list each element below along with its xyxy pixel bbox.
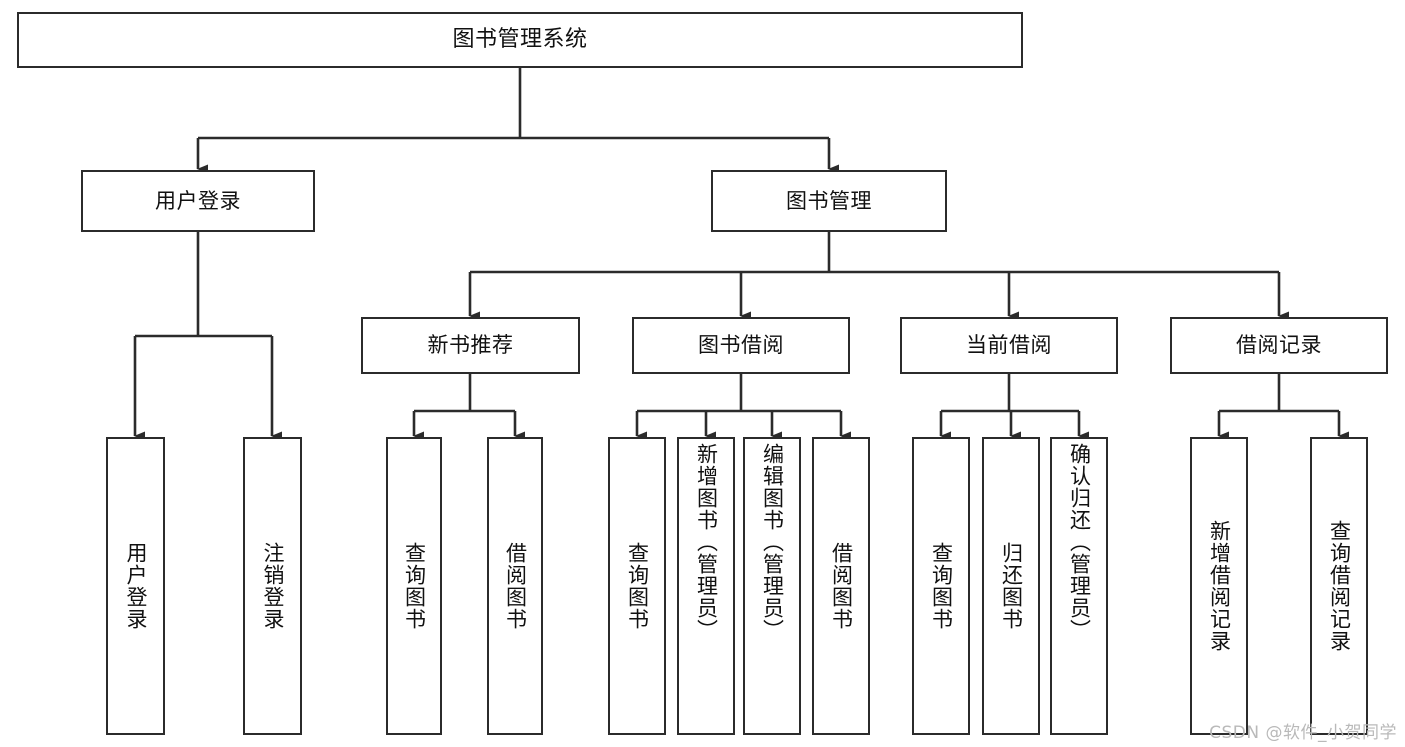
watermark: CSDN @软件_小贺同学: [1209, 723, 1397, 743]
node-leaf-confirm-return-label: 确认归还（管理员）: [1067, 443, 1092, 641]
node-leaf-borrow-book-1-label: 借阅图书: [503, 542, 528, 630]
node-leaf-query-record-label: 查询借阅记录: [1327, 520, 1352, 652]
node-user-login-label: 用户登录: [155, 188, 241, 213]
node-leaf-query-book-3-label: 查询图书: [929, 542, 954, 630]
node-book-manage-label: 图书管理: [786, 188, 872, 213]
node-root-label: 图书管理系统: [452, 27, 588, 53]
node-leaf-edit-book[interactable]: 编辑图书（管理员）: [743, 437, 801, 735]
node-borrow-record-label: 借阅记录: [1236, 333, 1322, 358]
node-leaf-add-record[interactable]: 新增借阅记录: [1190, 437, 1248, 735]
node-leaf-borrow-book-1[interactable]: 借阅图书: [487, 437, 543, 735]
node-leaf-query-book-1-label: 查询图书: [402, 542, 427, 630]
node-new-book-recommend[interactable]: 新书推荐: [361, 317, 580, 374]
node-leaf-borrow-book-2-label: 借阅图书: [829, 542, 854, 630]
node-current-borrow-label: 当前借阅: [966, 333, 1052, 358]
node-user-login[interactable]: 用户登录: [81, 170, 315, 232]
node-book-borrow[interactable]: 图书借阅: [632, 317, 850, 374]
node-leaf-user-login[interactable]: 用户登录: [106, 437, 165, 735]
node-current-borrow[interactable]: 当前借阅: [900, 317, 1118, 374]
node-leaf-return-book-label: 归还图书: [999, 542, 1024, 630]
node-book-manage[interactable]: 图书管理: [711, 170, 947, 232]
node-borrow-record[interactable]: 借阅记录: [1170, 317, 1388, 374]
node-leaf-query-book-1[interactable]: 查询图书: [386, 437, 442, 735]
node-leaf-return-book[interactable]: 归还图书: [982, 437, 1040, 735]
node-leaf-query-book-2[interactable]: 查询图书: [608, 437, 666, 735]
node-leaf-user-login-label: 用户登录: [123, 542, 148, 630]
node-leaf-logout[interactable]: 注销登录: [243, 437, 302, 735]
node-leaf-confirm-return[interactable]: 确认归还（管理员）: [1050, 437, 1108, 735]
node-root[interactable]: 图书管理系统: [17, 12, 1023, 68]
node-leaf-add-book[interactable]: 新增图书（管理员）: [677, 437, 735, 735]
node-leaf-add-record-label: 新增借阅记录: [1207, 520, 1232, 652]
node-leaf-add-book-label: 新增图书（管理员）: [694, 443, 719, 641]
node-new-book-recommend-label: 新书推荐: [427, 333, 514, 358]
node-leaf-query-book-2-label: 查询图书: [625, 542, 650, 630]
node-book-borrow-label: 图书借阅: [698, 333, 784, 358]
node-leaf-logout-label: 注销登录: [260, 542, 285, 630]
node-leaf-borrow-book-2[interactable]: 借阅图书: [812, 437, 870, 735]
node-leaf-edit-book-label: 编辑图书（管理员）: [760, 443, 785, 641]
node-leaf-query-book-3[interactable]: 查询图书: [912, 437, 970, 735]
node-leaf-query-record[interactable]: 查询借阅记录: [1310, 437, 1368, 735]
